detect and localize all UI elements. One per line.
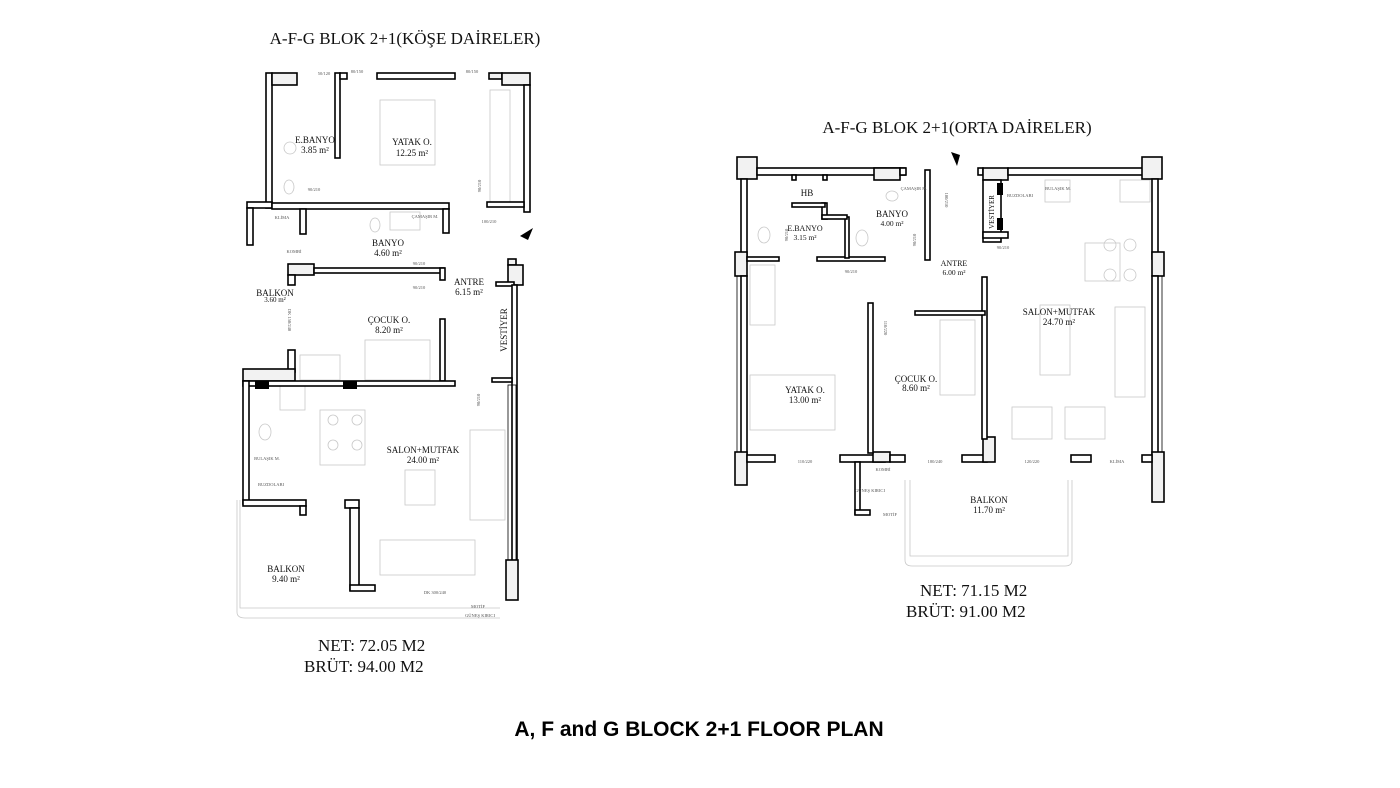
svg-text:BULAŞIK M.: BULAŞIK M. [254,456,280,461]
right-furniture [749,179,1151,567]
svg-text:ÇAMAŞIR M.: ÇAMAŞIR M. [901,186,928,191]
room-area: 8.20 m² [375,325,403,335]
svg-text:KOMBİ: KOMBİ [286,249,302,254]
right-net-area: NET: 71.15 M2 [920,581,1027,600]
svg-text:90/210: 90/210 [912,233,917,246]
svg-text:110/220: 110/220 [798,459,813,464]
svg-text:90/210: 90/210 [413,261,426,266]
svg-text:90/210: 90/210 [308,187,321,192]
right-gross-area: BRÜT: 91.00 M2 [906,602,1026,621]
room-name: SALON+MUTFAK [387,445,460,455]
left-room-labels: E.BANYO 3.85 m² YATAK O. 12.25 m² BANYO … [256,135,509,584]
svg-text:100/210: 100/210 [482,219,498,224]
room-name: HB [801,188,814,198]
right-floor-plan: A-F-G BLOK 2+1(ORTA DAİRELER) [734,118,1165,621]
room-name: YATAK O. [785,385,825,395]
room-name: E.BANYO [787,224,823,233]
room-area: 13.00 m² [789,395,822,405]
room-name: BANYO [372,238,405,248]
svg-text:120/220: 120/220 [1025,459,1041,464]
svg-text:DK 150/240: DK 150/240 [287,309,292,332]
room-name: BANYO [876,209,909,219]
room-name: YATAK O. [392,137,432,147]
svg-text:DK 300/240: DK 300/240 [424,590,447,595]
room-area: 9.40 m² [272,574,300,584]
room-name: ANTRE [941,259,968,268]
room-area: 24.70 m² [1043,317,1076,327]
svg-text:90/210: 90/210 [997,245,1010,250]
room-name: ÇOCUK O. [368,315,411,325]
room-name: SALON+MUTFAK [1023,307,1096,317]
room-area: 3.60 m² [264,296,286,304]
vestiyer-label: VESTİYER [988,195,996,229]
room-area: 3.85 m² [301,145,329,155]
vestiyer-label: VESTİYER [499,308,509,352]
left-plan-title: A-F-G BLOK 2+1(KÖŞE DAİRELER) [270,29,541,48]
svg-text:90/210: 90/210 [845,269,858,274]
left-gross-area: BRÜT: 94.00 M2 [304,657,424,676]
svg-text:KOMBİ: KOMBİ [875,467,891,472]
svg-text:90/210: 90/210 [477,179,482,192]
room-area: 4.00 m² [880,219,904,228]
room-area: 6.15 m² [455,287,483,297]
room-name: ÇOCUK O. [895,374,938,384]
svg-text:80/150: 80/150 [466,69,479,74]
svg-text:BUZDOLABI: BUZDOLABI [1007,193,1033,198]
room-name: ANTRE [454,277,484,287]
room-name: E.BANYO [295,135,335,145]
svg-text:90/210: 90/210 [413,285,426,290]
svg-text:110/220: 110/220 [883,321,888,336]
svg-text:MOTİF: MOTİF [471,604,485,609]
north-arrow-icon [520,228,533,240]
svg-text:180/240: 180/240 [928,459,944,464]
svg-text:90/210: 90/210 [784,228,789,241]
room-area: 3.15 m² [793,233,817,242]
svg-text:100/210: 100/210 [944,193,949,209]
room-area: 11.70 m² [973,505,1005,515]
svg-text:GÜNEŞ KIRICI: GÜNEŞ KIRICI [465,613,495,618]
svg-text:KLİMA: KLİMA [1110,459,1125,464]
right-room-labels: HB BANYO 4.00 m² E.BANYO 3.15 m² ANTRE 6… [785,188,1096,515]
svg-text:KLİMA: KLİMA [275,215,290,220]
room-name: BALKON [970,495,1008,505]
right-plan-title: A-F-G BLOK 2+1(ORTA DAİRELER) [822,118,1091,137]
svg-text:GÜNEŞ KIRICI: GÜNEŞ KIRICI [855,488,885,493]
room-area: 8.60 m² [902,383,930,393]
north-arrow-icon [951,152,960,166]
svg-text:80/150: 80/150 [351,69,364,74]
svg-text:MOTİF: MOTİF [883,512,897,517]
left-net-area: NET: 72.05 M2 [318,636,425,655]
left-annotations: 50/120 80/150 80/150 90/210 90/210 100/2… [254,69,497,618]
left-walls [242,72,533,601]
svg-text:ÇAMAŞIR M.: ÇAMAŞIR M. [412,214,439,219]
svg-text:90/210: 90/210 [476,393,481,406]
right-annotations: ÇAMAŞIR M. BUZDOLABI BULAŞIK M. 100/210 … [784,186,1125,517]
room-area: 12.25 m² [396,148,429,158]
svg-text:BUZDOLABI: BUZDOLABI [258,482,284,487]
svg-text:50/120: 50/120 [318,71,331,76]
figure-caption: A, F and G BLOCK 2+1 FLOOR PLAN [514,718,883,741]
left-floor-plan: A-F-G BLOK 2+1(KÖŞE DAİRELER) [236,29,541,676]
room-area: 6.00 m² [942,268,966,277]
room-area: 24.00 m² [407,455,440,465]
left-furniture [236,89,511,619]
right-walls [734,152,1165,516]
room-area: 4.60 m² [374,248,402,258]
svg-text:BULAŞIK M.: BULAŞIK M. [1045,186,1071,191]
room-name: BALKON [267,564,305,574]
room-name: BALKON [256,288,294,298]
